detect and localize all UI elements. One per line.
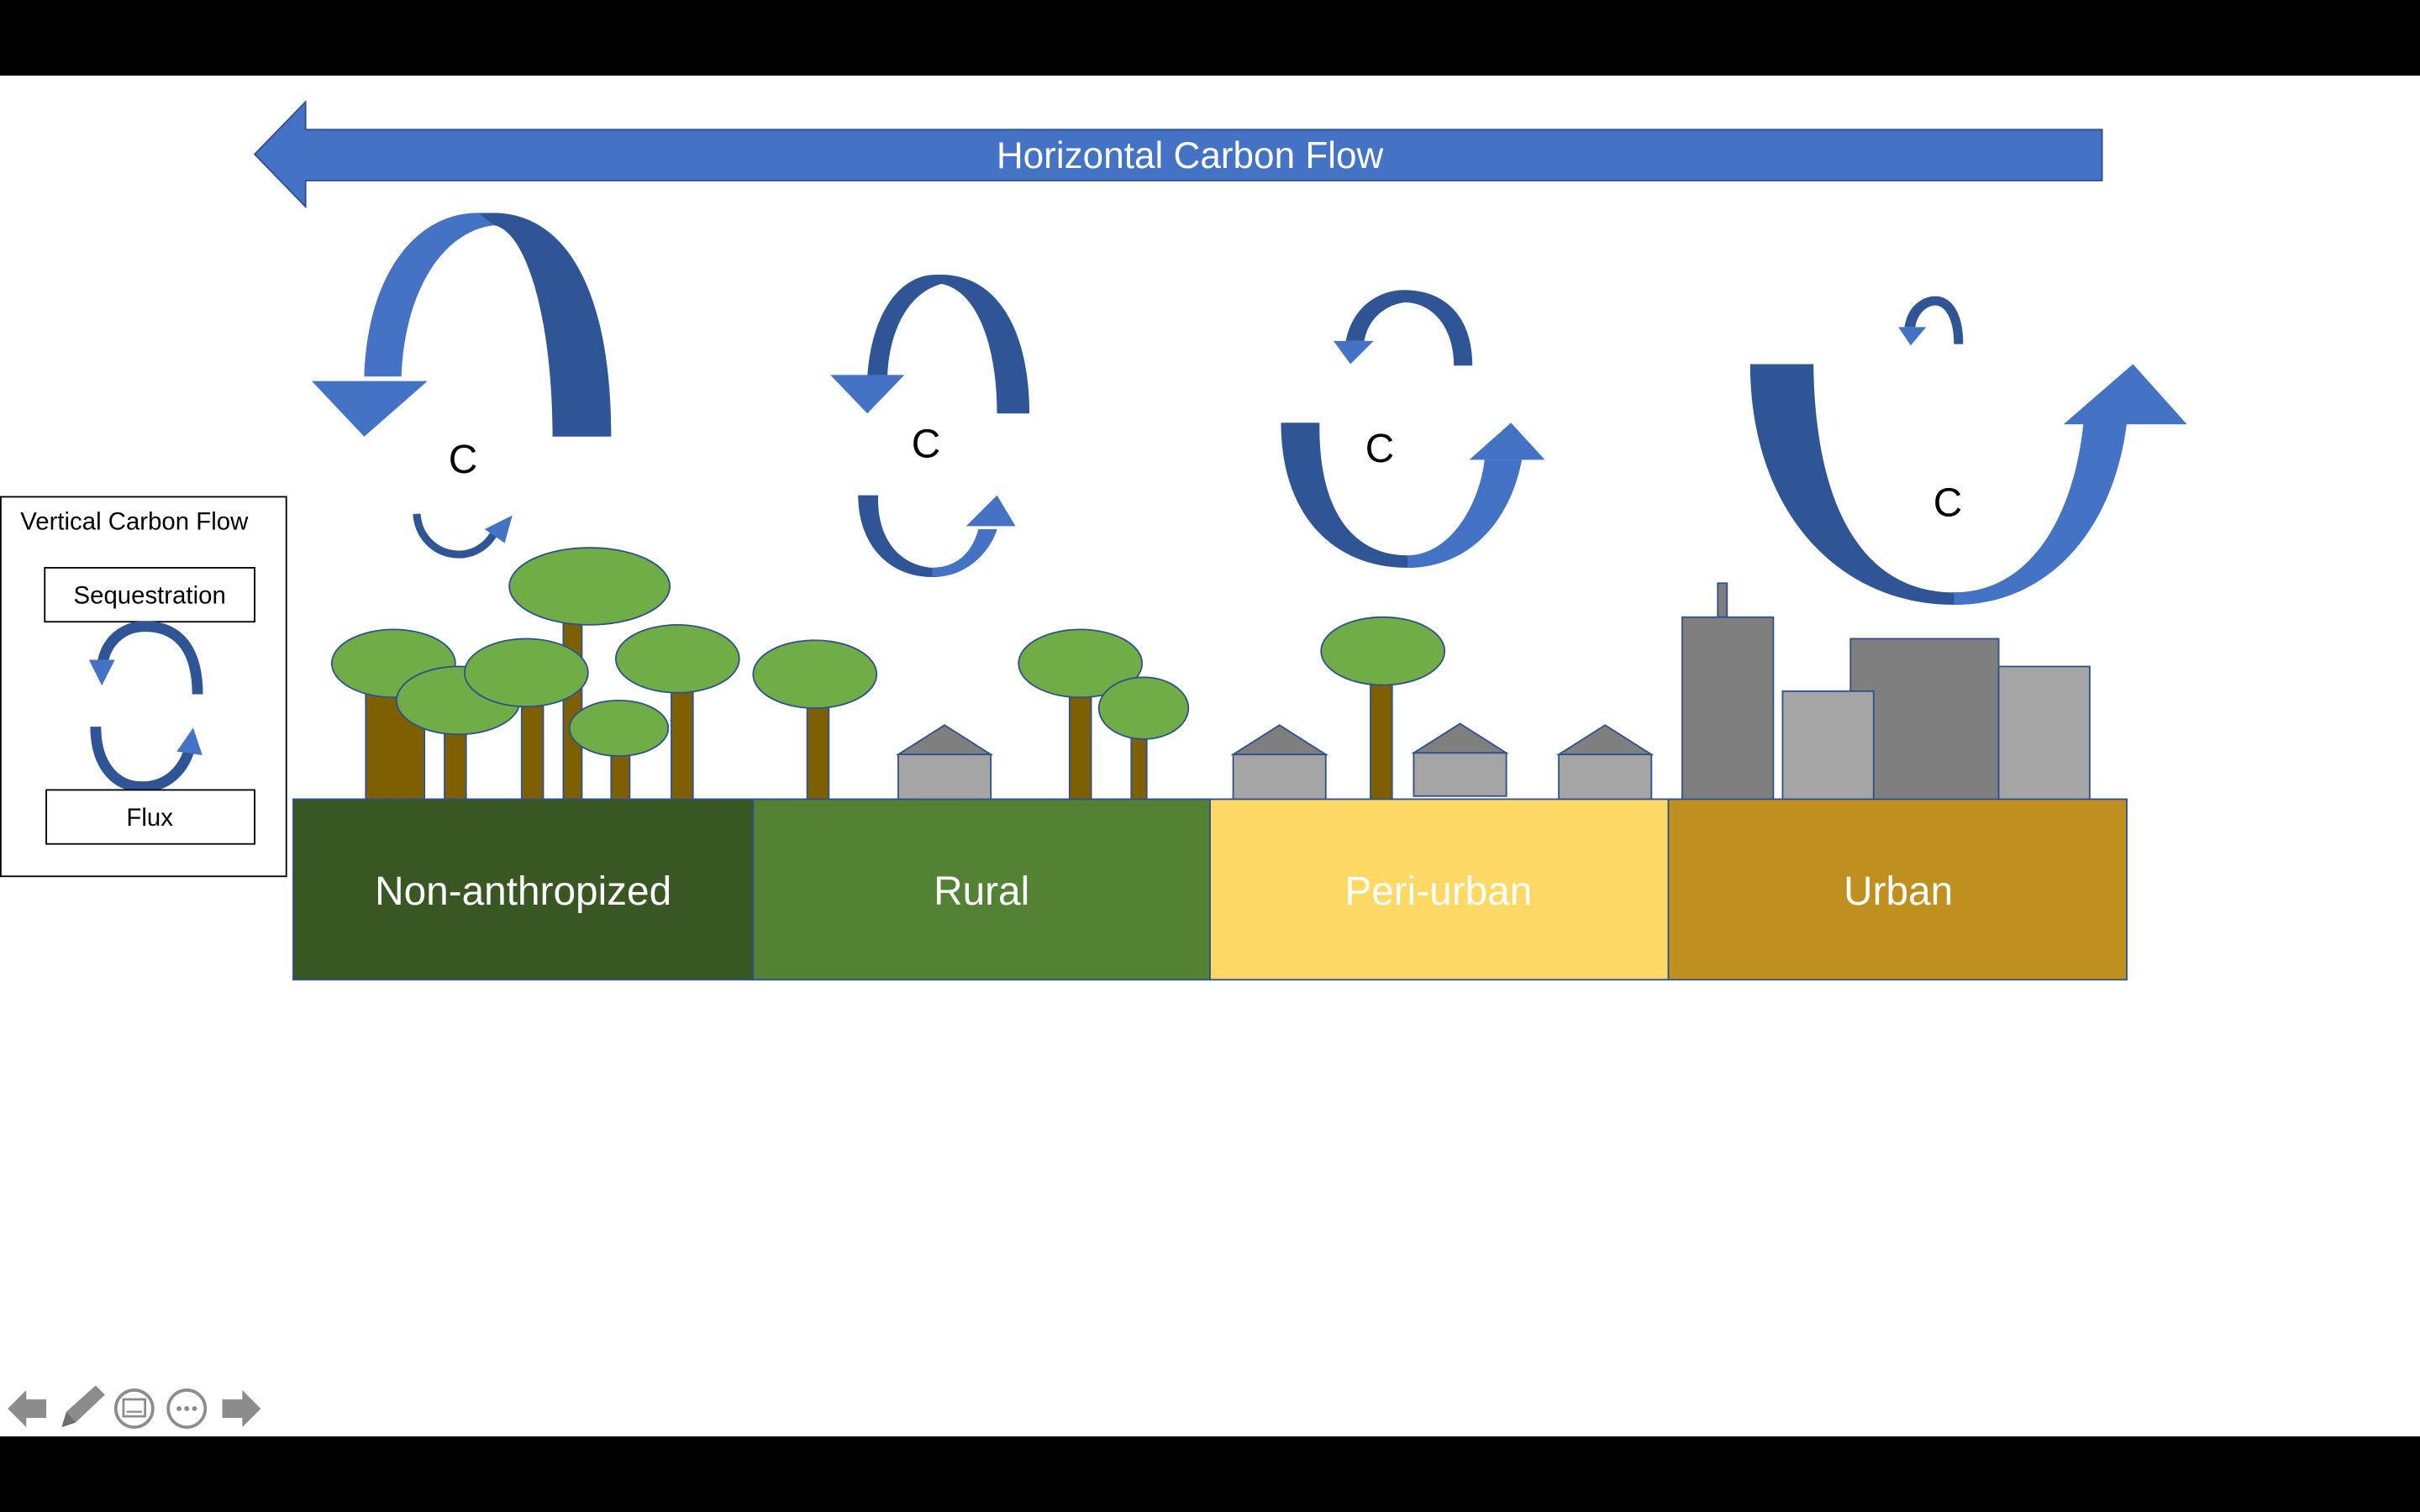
house — [1232, 753, 1327, 801]
top-letterbox — [0, 0, 2420, 76]
zone-rural — [752, 798, 1211, 981]
tree-canopy — [463, 638, 589, 708]
tree-canopy — [568, 699, 670, 757]
tree-trunk — [520, 693, 544, 804]
peri-urban-landscape — [1230, 616, 1655, 804]
subtitles-icon[interactable] — [113, 1389, 155, 1429]
antenna — [1717, 582, 1728, 618]
building-right — [1997, 665, 2091, 801]
tree-trunk — [1370, 678, 1393, 804]
tree-trunk — [1130, 730, 1148, 804]
presenter-toolbar — [3, 1385, 262, 1431]
sequestration-arrowhead — [830, 375, 905, 414]
zone-peri-urban — [1209, 798, 1670, 981]
house — [897, 753, 992, 801]
zone-urban — [1667, 798, 2128, 981]
building-tall — [1681, 616, 1775, 801]
previous-icon[interactable] — [3, 1385, 50, 1431]
flux-arrow-medium — [858, 495, 997, 577]
rural-landscape — [752, 628, 1190, 804]
legend-box: Vertical Carbon Flow Sequestration Flux — [0, 496, 287, 878]
house — [1558, 753, 1653, 801]
carbon-symbol: C — [1365, 427, 1394, 471]
non-anthropized-carbon-cycle: C — [312, 213, 612, 559]
pen-icon[interactable] — [55, 1385, 105, 1431]
carbon-symbol: C — [449, 438, 477, 482]
horizontal-carbon-flow-arrow: Horizontal Carbon Flow — [253, 99, 2103, 209]
legend-title: Vertical Carbon Flow — [20, 507, 249, 535]
flux-arrowhead — [965, 495, 1016, 527]
zone-label: Non-anthropized — [375, 869, 671, 914]
sequestration-arrow-icon — [88, 621, 203, 695]
zone-label: Rural — [934, 869, 1029, 914]
urban-skyline — [1681, 582, 2091, 801]
flux-arrowhead — [1469, 423, 1545, 460]
horizontal-flow-label: Horizontal Carbon Flow — [997, 135, 1384, 176]
tree-canopy — [508, 547, 671, 626]
sequestration-arrowhead — [1898, 327, 1927, 346]
tree-canopy — [614, 623, 740, 694]
flux-arrow-small — [413, 513, 501, 559]
sequestration-arrow-tiny — [1904, 296, 1964, 344]
sequestration-arrow-medium — [867, 274, 1030, 414]
carbon-symbol: C — [912, 422, 940, 466]
flux-label: Flux — [126, 804, 173, 832]
flux-arrowhead — [2063, 364, 2187, 425]
zone-label: Peri-urban — [1344, 869, 1532, 914]
peri-urban-carbon-cycle: C — [1281, 290, 1545, 568]
next-icon[interactable] — [216, 1385, 262, 1431]
sequestration-arrowhead — [1333, 340, 1374, 365]
sequestration-arrowhead — [312, 381, 428, 437]
house — [1413, 752, 1507, 797]
tree-canopy — [1097, 676, 1190, 740]
urban-carbon-cycle: C — [1749, 296, 2187, 605]
non-anthropized-forest — [330, 547, 740, 806]
zone-label: Urban — [1844, 869, 1953, 914]
bottom-letterbox — [0, 1436, 2420, 1512]
tree-trunk — [1068, 690, 1092, 804]
tree-trunk — [806, 696, 830, 804]
flux-arrow-icon — [90, 726, 203, 793]
sequestration-label: Sequestration — [74, 581, 226, 609]
building-low — [1781, 690, 1875, 801]
land-use-zones: Non-anthropized Rural Peri-urban Urban — [292, 798, 2128, 981]
flux-box — [45, 789, 255, 845]
tree-canopy — [752, 639, 878, 709]
tree-trunk — [671, 684, 694, 804]
flux-arrow-large — [1749, 364, 2128, 605]
rural-carbon-cycle: C — [830, 274, 1030, 577]
tree-canopy — [1320, 616, 1446, 686]
sequestration-arrow-front — [364, 213, 494, 377]
tree-canopy — [1018, 628, 1144, 699]
more-options-icon[interactable] — [166, 1389, 208, 1429]
carbon-symbol: C — [1933, 480, 1962, 525]
flux-arrowhead-small — [484, 515, 513, 543]
sequestration-arrow-small — [1345, 290, 1473, 366]
sequestration-box — [44, 567, 255, 623]
zone-non-anthropized — [292, 798, 755, 981]
tree-trunk — [562, 613, 583, 804]
